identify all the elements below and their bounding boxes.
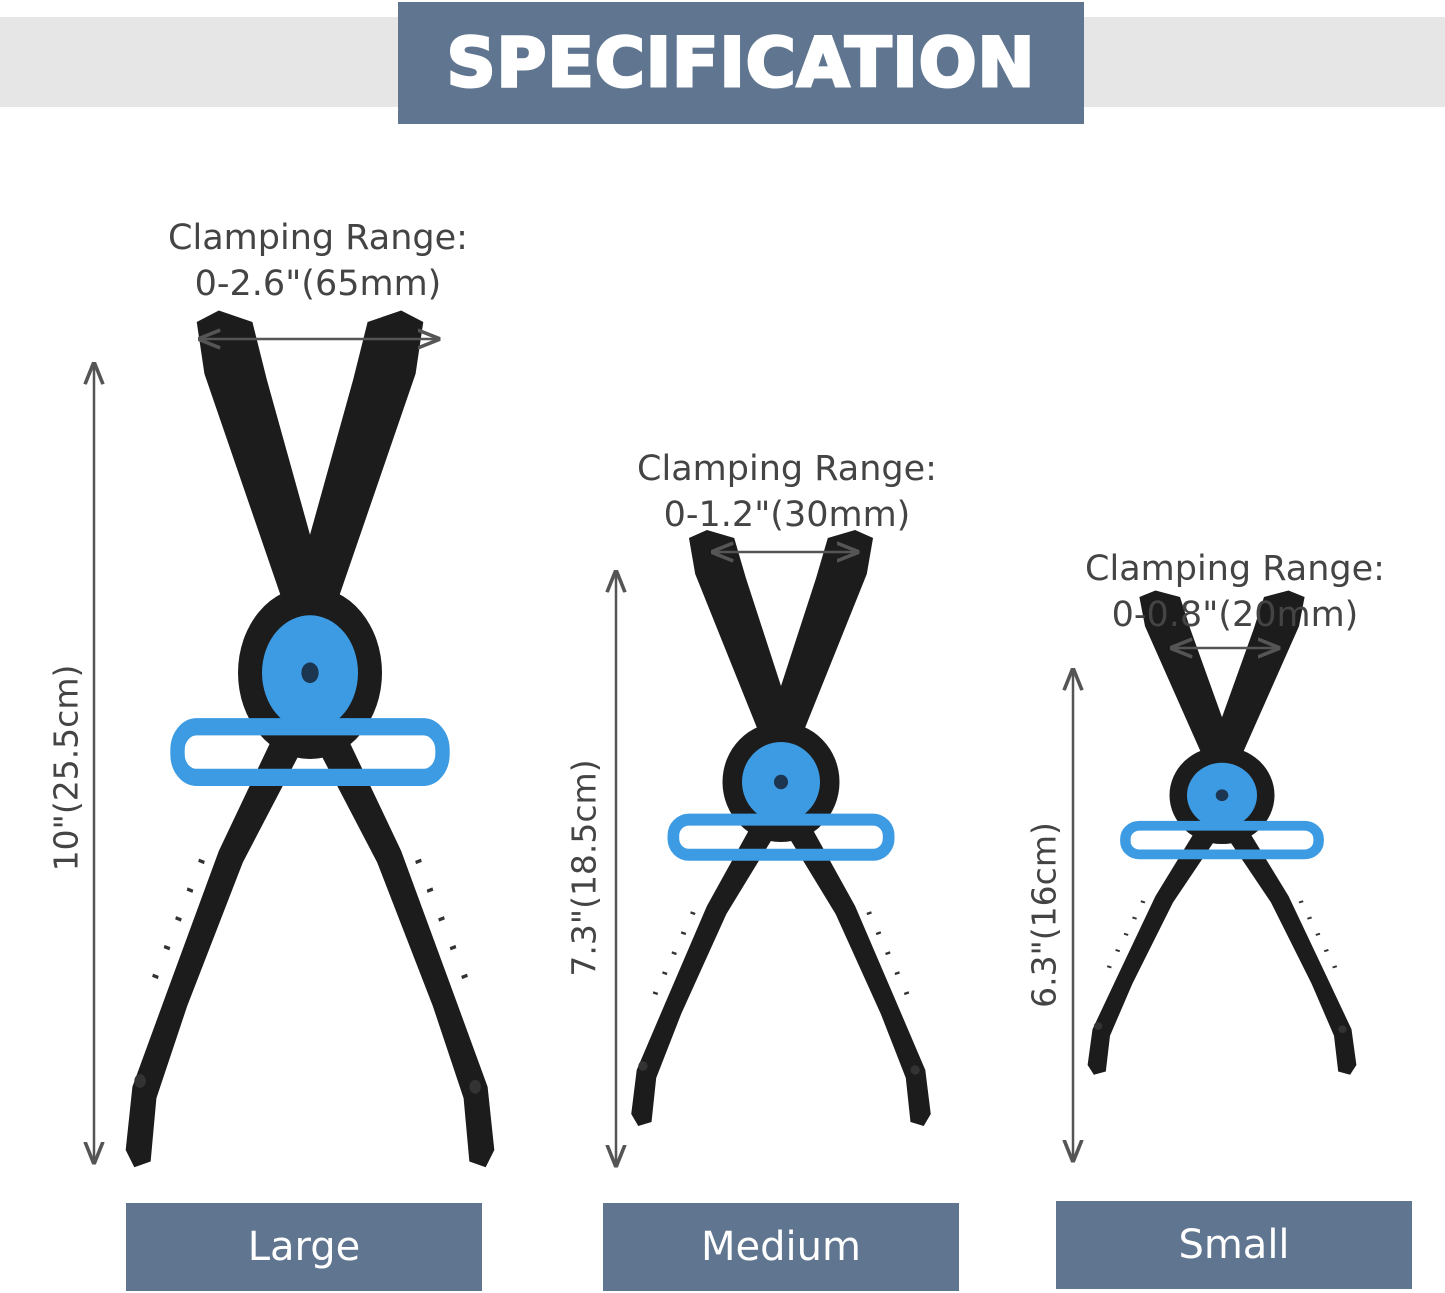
- size-tag-small: Small: [1056, 1201, 1412, 1289]
- medium-range-label: Clamping Range:: [637, 449, 937, 489]
- plier-large-image: [126, 311, 495, 1168]
- title-banner: SPECIFICATION: [398, 2, 1084, 124]
- size-tag-large: Large: [126, 1203, 482, 1291]
- large-length-label: 10"(25.5cm): [46, 664, 86, 872]
- plier-medium-image: [631, 530, 931, 1126]
- large-range-value: 0-2.6"(65mm): [194, 264, 442, 304]
- small-length-label: 6.3"(16cm): [1024, 822, 1064, 1008]
- size-tag-medium-text: Medium: [701, 1224, 861, 1270]
- medium-clamping-range: Clamping Range: 0-1.2"(30mm): [637, 446, 937, 538]
- large-range-label: Clamping Range:: [168, 218, 468, 258]
- medium-length-label: 7.3"(18.5cm): [564, 759, 604, 977]
- page-title: SPECIFICATION: [445, 22, 1036, 104]
- size-tag-large-text: Large: [247, 1224, 361, 1270]
- large-clamping-range: Clamping Range: 0-2.6"(65mm): [168, 215, 468, 307]
- small-range-value: 0-0.8"(20mm): [1111, 595, 1359, 635]
- medium-range-value: 0-1.2"(30mm): [663, 495, 911, 535]
- size-tag-small-text: Small: [1178, 1222, 1290, 1268]
- small-clamping-range: Clamping Range: 0-0.8"(20mm): [1085, 546, 1385, 638]
- small-range-label: Clamping Range:: [1085, 549, 1385, 589]
- plier-small-image: [1088, 591, 1357, 1075]
- size-tag-medium: Medium: [603, 1203, 959, 1291]
